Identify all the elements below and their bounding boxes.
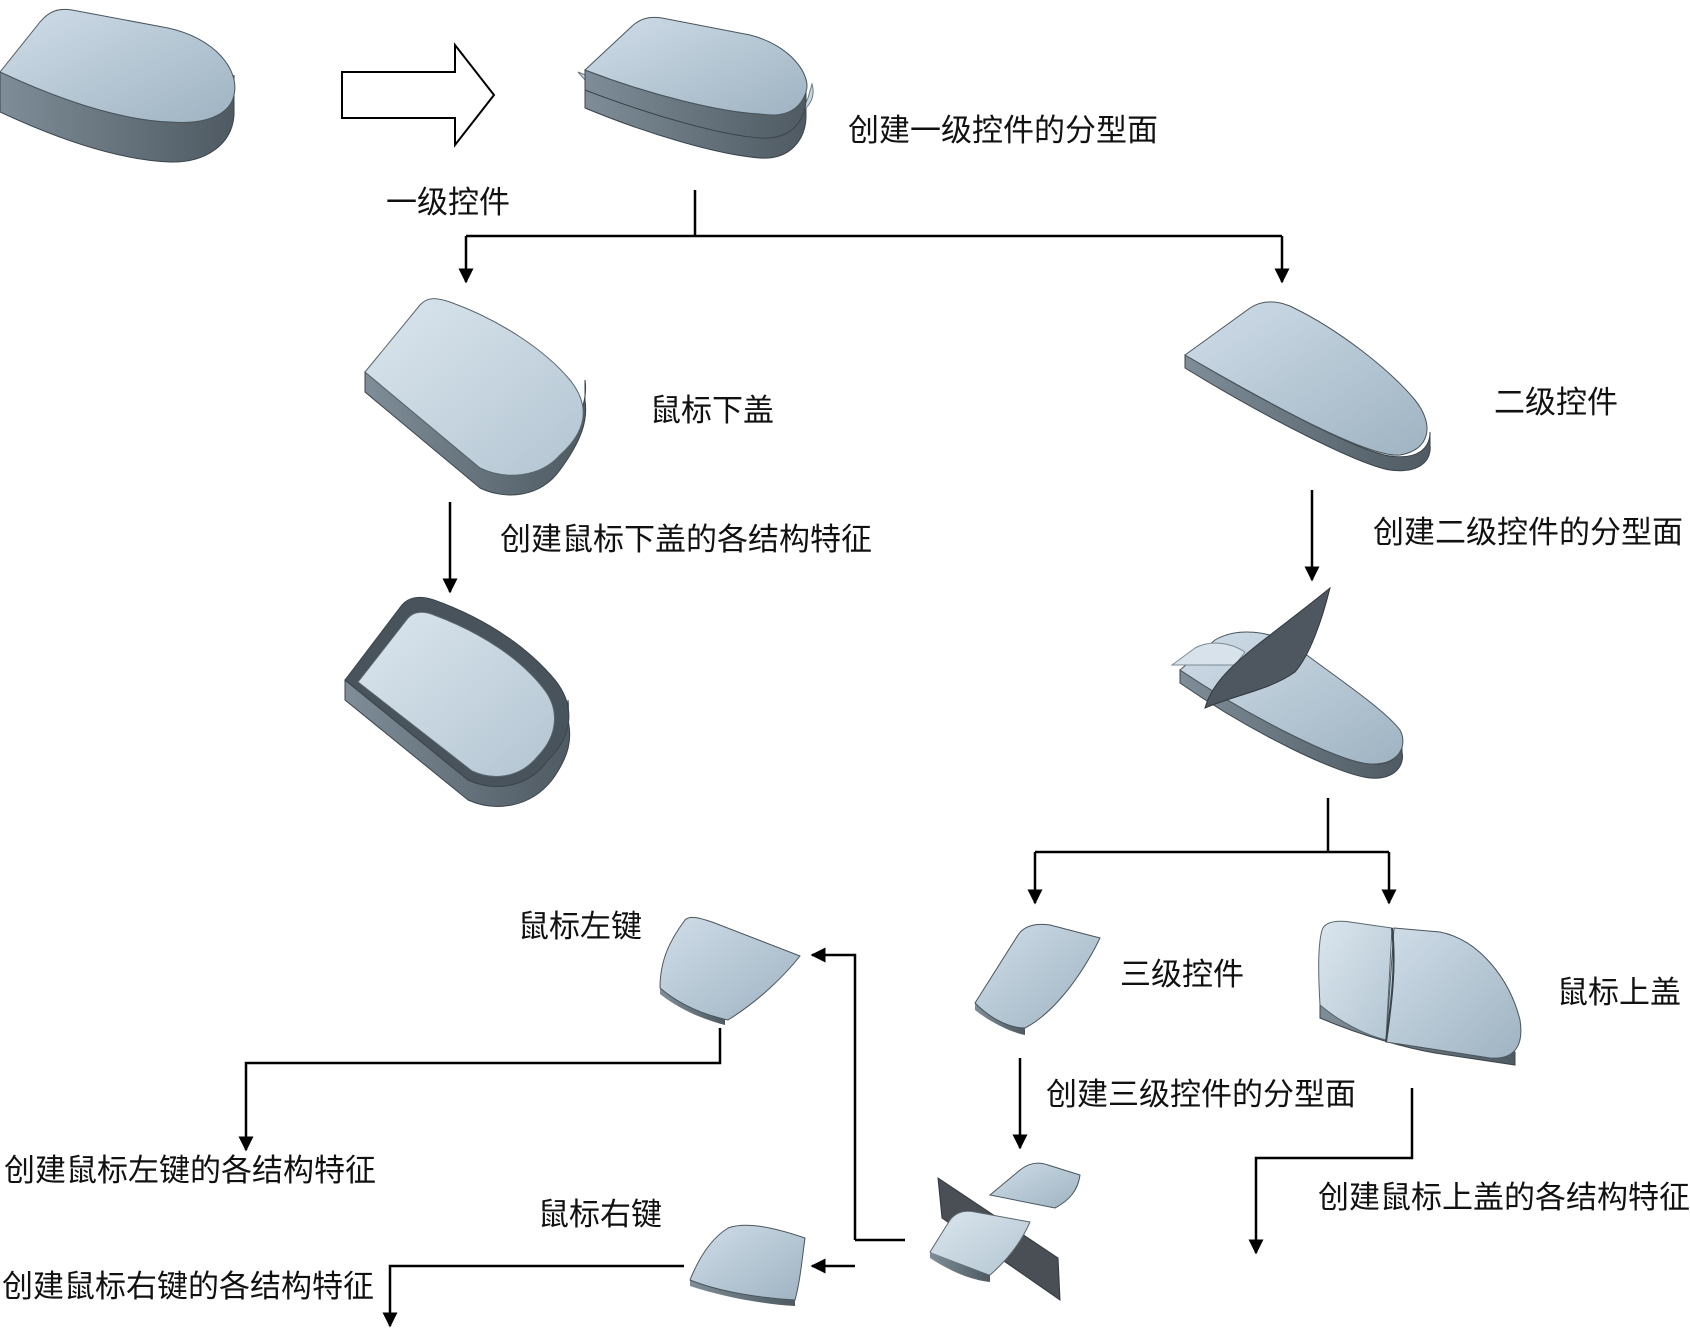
connector-level1-split xyxy=(458,190,1290,284)
label-create-right-features: 创建鼠标右键的各结构特征 xyxy=(2,1269,374,1305)
label-level1-part: 一级控件 xyxy=(386,185,510,221)
bottom-cover-features-model xyxy=(344,596,571,807)
connector-left-button-features xyxy=(238,1028,722,1152)
level1-parting-model xyxy=(577,16,814,159)
label-mouse-bottom-cover: 鼠标下盖 xyxy=(650,393,774,429)
label-create-level3-parting: 创建三级控件的分型面 xyxy=(1046,1077,1356,1113)
connector-level3-to-buttons xyxy=(810,947,905,1274)
connector-top-cover-features xyxy=(1248,1088,1414,1255)
label-create-top-features: 创建鼠标上盖的各结构特征 xyxy=(1318,1180,1690,1216)
label-create-left-features: 创建鼠标左键的各结构特征 xyxy=(4,1153,376,1189)
label-create-bottom-features: 创建鼠标下盖的各结构特征 xyxy=(500,522,872,558)
top-cover-model xyxy=(1318,920,1522,1066)
level1-part-model xyxy=(0,8,236,163)
label-mouse-top-cover: 鼠标上盖 xyxy=(1557,975,1681,1011)
label-level2-part: 二级控件 xyxy=(1494,385,1618,421)
label-level3-part: 三级控件 xyxy=(1120,957,1244,993)
connector-level2-split xyxy=(1027,798,1397,905)
connector-right-button-features xyxy=(382,1264,684,1328)
transform-arrow xyxy=(341,42,496,148)
level3-parting-model xyxy=(929,1162,1081,1301)
label-mouse-left-button: 鼠标左键 xyxy=(518,909,642,945)
label-create-level2-parting: 创建二级控件的分型面 xyxy=(1373,515,1683,551)
label-create-level1-parting: 创建一级控件的分型面 xyxy=(848,113,1158,149)
right-button-model xyxy=(689,1224,806,1306)
label-mouse-right-button: 鼠标右键 xyxy=(538,1197,662,1233)
bottom-cover-model xyxy=(364,298,587,496)
level3-part-model xyxy=(974,923,1101,1035)
left-button-model xyxy=(659,916,801,1025)
level2-parting-model xyxy=(1170,586,1404,779)
level2-part-model xyxy=(1184,301,1431,472)
